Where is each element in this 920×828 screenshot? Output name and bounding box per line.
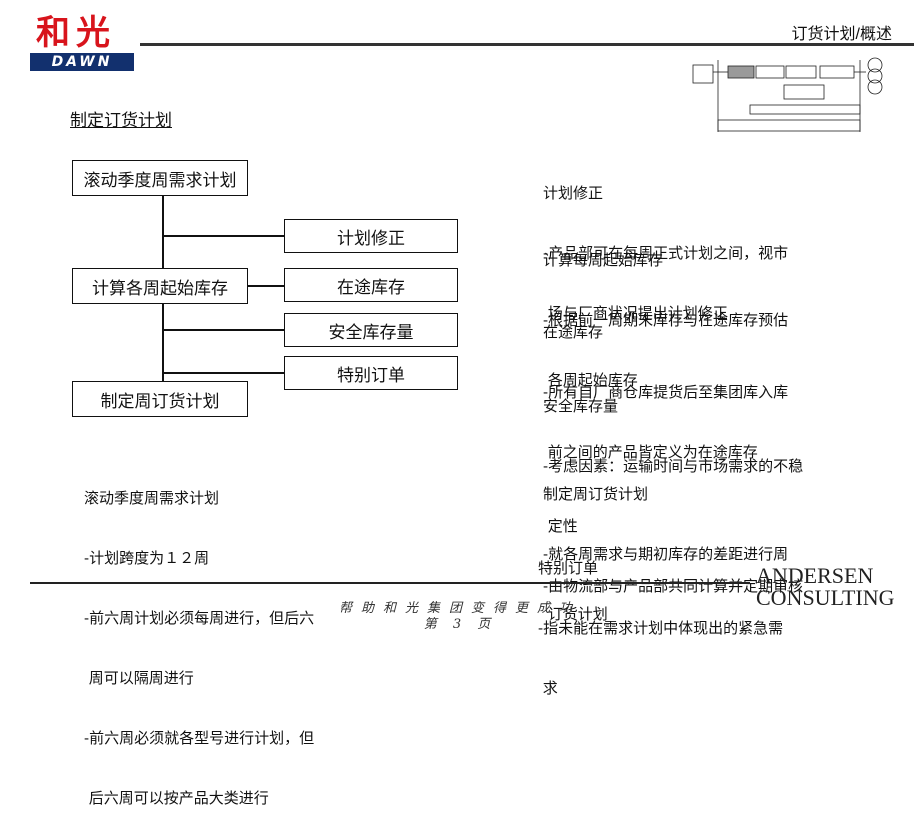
note-line: -根据前一周期末库存与在途库存预估	[543, 311, 789, 329]
note-weekly-plan: 制定周订货计划 -就各周需求与期初库存的差距进行周 订货计划	[543, 444, 788, 644]
connector-line	[162, 304, 164, 381]
note-line: -指未能在需求计划中体现出的紧急需	[538, 619, 784, 637]
header-divider	[140, 43, 914, 46]
flow-box-special-order: 特别订单	[284, 356, 458, 390]
note-line: -由物流部与产品部共同计算并定期审核	[543, 577, 804, 595]
connector-line	[162, 235, 284, 237]
company-logo-chinese: 和光	[36, 13, 116, 53]
flow-box-label: 计算各周起始库存	[92, 278, 228, 299]
left-notes: 滚动季度周需求计划 -计划跨度为１２周 -前六周计划必须每周进行，但后六 周可以…	[84, 448, 314, 828]
flow-box-label: 在途库存	[337, 277, 405, 298]
flow-box-safety-stock: 安全库存量	[284, 313, 458, 347]
note-line: -前六周必须就各型号进行计划，但	[84, 729, 315, 747]
company-logo-english: DAWN	[30, 53, 134, 71]
note-line: 后六周可以按产品大类进行	[84, 789, 269, 807]
page-number: 第 3 页	[423, 617, 497, 632]
note-line: 求	[538, 679, 558, 697]
consulting-brand-logo: ANDERSEN CONSULTING	[756, 565, 895, 609]
flow-box-start-inventory: 计算各周起始库存	[72, 268, 248, 304]
footer-motto: 帮助和光集团变得更成功	[338, 601, 581, 616]
note-title: 在途库存	[543, 323, 604, 341]
flow-box-weekly-plan: 制定周订货计划	[72, 381, 248, 417]
note-safety-stock: 安全库存量 -考虑因素：运输时间与市场需求的不稳 定性 -由物流部与产品部共同计…	[543, 356, 803, 616]
note-line: -计划跨度为１２周	[84, 549, 210, 567]
flow-box-label: 制定周订货计划	[100, 391, 220, 412]
flow-box-label: 滚动季度周需求计划	[83, 170, 237, 191]
flow-box-label: 计划修正	[337, 228, 405, 249]
process-thumbnail-diagram	[692, 57, 883, 132]
note-line: 订货计划	[543, 605, 608, 623]
note-line: -考虑因素：运输时间与市场需求的不稳	[543, 457, 804, 475]
note-line: -产品部可在每周正式计划之间，视市	[543, 244, 789, 262]
connector-line	[162, 196, 164, 268]
note-title: 安全库存量	[543, 397, 619, 415]
flow-box-label: 特别订单	[337, 365, 405, 386]
flow-box-revision: 计划修正	[284, 219, 458, 253]
note-line: 场与厂商状况提出计划修正	[543, 304, 728, 322]
brand-line: CONSULTING	[756, 585, 895, 610]
connector-line	[162, 329, 284, 331]
flow-box-label: 安全库存量	[328, 322, 414, 343]
page-title: 订货计划/概述	[791, 26, 892, 43]
note-start-inventory: 计算每周起始库存 -根据前一周期末库存与在途库存预估 各周起始库存	[543, 210, 788, 410]
note-title: 特别订单	[538, 559, 599, 577]
note-revision: 计划修正 -产品部可在每周正式计划之间，视市 场与厂商状况提出计划修正	[543, 143, 788, 343]
note-line: 前之间的产品皆定义为在途库存	[543, 443, 758, 461]
note-title: 计划修正	[543, 184, 604, 202]
note-line: 周可以隔周进行	[84, 669, 194, 687]
flow-box-rolling-plan: 滚动季度周需求计划	[72, 160, 248, 196]
connector-line	[248, 285, 284, 287]
note-line: -就各周需求与期初库存的差距进行周	[543, 545, 789, 563]
flow-box-in-transit: 在途库存	[284, 268, 458, 302]
note-line: 定性	[543, 517, 578, 535]
footer-divider	[30, 582, 750, 584]
note-line: -前六周计划必须每周进行，但后六	[84, 609, 315, 627]
note-title: 计算每周起始库存	[543, 251, 664, 269]
connector-line	[162, 372, 284, 374]
note-in-transit: 在途库存 -所有自厂商仓库提货后至集团库入库 前之间的产品皆定义为在途库存	[543, 282, 788, 482]
note-title: 制定周订货计划	[543, 485, 649, 503]
note-line: 各周起始库存	[543, 371, 638, 389]
note-line: -所有自厂商仓库提货后至集团库入库	[543, 383, 789, 401]
note-title: 滚动季度周需求计划	[84, 489, 220, 507]
section-title: 制定订货计划	[70, 111, 172, 131]
brand-line: ANDERSEN	[756, 563, 874, 588]
